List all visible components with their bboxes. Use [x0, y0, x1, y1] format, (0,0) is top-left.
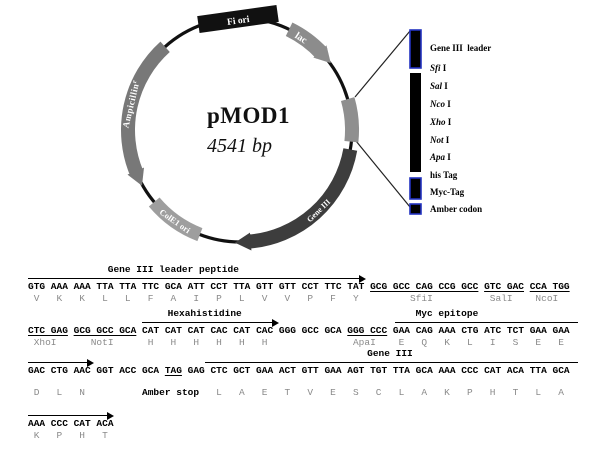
- feature-label: Gene III leader: [430, 43, 492, 53]
- dna-sequence-line: AAA CCC CAT ACA: [28, 418, 114, 429]
- annotation-line: [28, 415, 108, 417]
- title-block: pMOD1 4541 bp: [207, 103, 290, 158]
- annotation-label: Gene III: [367, 348, 413, 359]
- plasmid-name: pMOD1: [207, 103, 290, 128]
- f1-ori-label: Fi ori: [227, 15, 251, 28]
- amino-acid-line: XhoI NotI H H H H H H ApaI E Q K L I S E…: [28, 337, 564, 348]
- ampicillin-label: Ampicillinr: [120, 79, 141, 129]
- feature-label: Not I: [430, 135, 450, 145]
- annotation-line: [204, 362, 579, 364]
- annotation-line: [28, 362, 88, 364]
- annotation-arrowhead: [272, 318, 280, 327]
- annotation-line: [142, 322, 274, 324]
- amino-acid-line: V K K L L F A I P L V V P F Y SfiI SalI …: [28, 293, 559, 304]
- annotation-line: [394, 322, 579, 324]
- dna-sequence-line: GAC CTG AAC GGT ACC GCA TAG GAG CTC GCT …: [28, 365, 570, 376]
- mcs-segment: [340, 97, 359, 143]
- feature-label: Sal I: [430, 81, 448, 91]
- feature-label: Xho I: [430, 117, 452, 127]
- feature-label: Apa I: [430, 152, 451, 162]
- f1-ori-marker: Fi ori: [197, 5, 279, 33]
- annotation-line: [28, 278, 361, 280]
- annotation-label: Hexahistidine: [167, 308, 242, 319]
- annotation-arrowhead: [86, 358, 94, 367]
- feature-bar-segment-mcs: [410, 73, 421, 172]
- feature-label: Nco I: [430, 99, 451, 109]
- annotation-label: Gene III leader peptide: [107, 264, 239, 275]
- feature-label: Sfi I: [430, 63, 447, 73]
- gene3-arrow: [234, 148, 358, 251]
- feature-bar-segment-gene3-leader: [409, 29, 422, 69]
- cole1-ori-segment: [148, 197, 203, 242]
- amino-acid-line: D L N Amber stop L A E T V E S C L A K P…: [28, 387, 564, 398]
- lac-arrow: [285, 22, 331, 64]
- annotation-arrowhead: [106, 411, 114, 420]
- dna-sequence-line: CTC GAG GCG GCC GCA CAT CAT CAT CAC CAT …: [28, 325, 570, 336]
- plasmid-size: 4541 bp: [207, 135, 272, 157]
- feature-bar-segment-amber-codon: [409, 203, 422, 215]
- dna-sequence-line: GTG AAA AAA TTA TTA TTC GCA ATT CCT TTA …: [28, 281, 570, 292]
- annotation-label: Myc epitope: [415, 308, 479, 319]
- ampicillin-arrow: [121, 41, 170, 186]
- sequence-row: AAA CCC CAT ACA K P H T: [28, 401, 594, 450]
- feature-label: his Tag: [430, 170, 458, 180]
- annotation-arrowhead: [359, 274, 367, 283]
- feature-bar-segment-myc-tag: [409, 177, 422, 200]
- amino-acid-line: K P H T: [28, 430, 108, 441]
- connector-line-top: [354, 30, 411, 98]
- sequence-row: Gene III GAC CTG AAC GGT ACC GCA TAG GAG …: [28, 348, 594, 398]
- feature-label: Amber codon: [430, 204, 483, 214]
- connector-line-bottom: [355, 140, 411, 208]
- feature-bar: [409, 29, 422, 215]
- feature-label: Myc-Tag: [430, 187, 465, 197]
